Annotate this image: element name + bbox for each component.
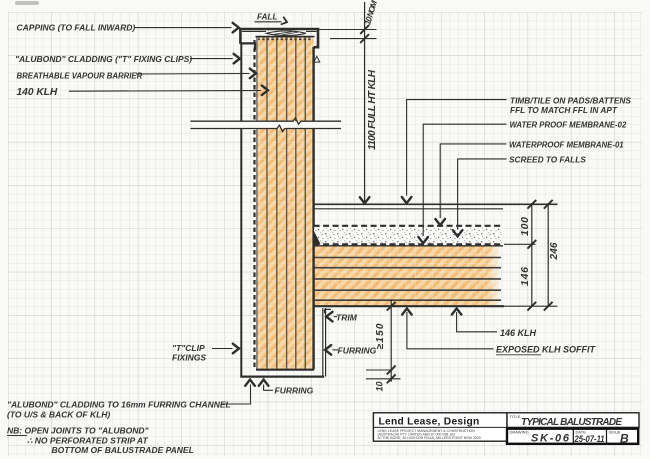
svg-text:TIMB/TILE ON PADS/BATTENS: TIMB/TILE ON PADS/BATTENS [510,96,631,106]
svg-text:WATER PROOF MEMBRANE-02: WATER PROOF MEMBRANE-02 [510,121,627,130]
svg-text:NB: OPEN JOINTS TO "ALUBOND": NB: OPEN JOINTS TO "ALUBOND" [7,426,150,436]
svg-text:DATE: DATE [576,430,587,435]
svg-text:(AUSTRALIA) PTY LIMITED ABN: (AUSTRALIA) PTY LIMITED ABN 97 000 098 1… [378,432,456,436]
svg-text:TRIM: TRIM [336,313,358,323]
svg-text:CAPPING (TO FALL INWARD): CAPPING (TO FALL INWARD) [17,23,136,33]
svg-text:FIXINGS: FIXINGS [172,353,206,363]
svg-text:∴ NO PERFORATED STRIP AT: ∴ NO PERFORATED STRIP AT [27,436,148,446]
svg-text:1100 FULL HT KLH: 1100 FULL HT KLH [367,69,378,150]
svg-text:(TO U/S & BACK OF KLH): (TO U/S & BACK OF KLH) [7,410,110,420]
svg-text:BOTTOM OF BALUSTRADE PANEL: BOTTOM OF BALUSTRADE PANEL [52,445,194,455]
svg-text:Lend Lease, Design: Lend Lease, Design [379,416,480,427]
svg-text:B: B [620,431,629,445]
svg-text:EXPOSED KLH SOFFIT: EXPOSED KLH SOFFIT [496,345,597,355]
svg-text:LEND LEASE PROJECT MANAGEMENT: LEND LEASE PROJECT MANAGEMENT & CONSTRUC… [378,429,476,433]
svg-text:246: 246 [549,242,560,260]
svg-text:DRAWING: DRAWING [510,430,529,435]
svg-text:FURRING: FURRING [275,386,314,396]
svg-text:100: 100 [519,217,531,236]
svg-text:"T"CLIP: "T"CLIP [172,343,205,353]
svg-text:"ALUBOND" CLADDING TO 16mm FUR: "ALUBOND" CLADDING TO 16mm FURRING CHANN… [7,400,231,410]
svg-text:SK-06: SK-06 [531,432,570,444]
svg-text:SCREED TO FALLS: SCREED TO FALLS [509,154,586,164]
svg-text:BREATHABLE VAPOUR BARRIER: BREATHABLE VAPOUR BARRIER [17,72,143,81]
svg-text:146: 146 [519,267,531,286]
svg-text:FURRING: FURRING [338,346,377,356]
svg-text:TITLE: TITLE [510,414,521,419]
svg-text:ISSUE: ISSUE [609,430,621,435]
svg-text:"ALUBOND" CLADDING ("T" FIXING: "ALUBOND" CLADDING ("T" FIXING CLIPS) [15,54,192,64]
svg-text:146 KLH: 146 KLH [500,328,537,338]
svg-text:WATERPROOF MEMBRANE-01: WATERPROOF MEMBRANE-01 [509,140,624,149]
svg-text:30 THE BOND, 30 HICKSON ROAD,: 30 THE BOND, 30 HICKSON ROAD, MILLERS PO… [378,436,481,440]
svg-text:25-07-11: 25-07-11 [574,433,605,444]
svg-text:140 KLH: 140 KLH [17,87,58,98]
svg-text:FFL TO MATCH FFL IN APT: FFL TO MATCH FFL IN APT [510,105,618,115]
svg-text:FALL: FALL [257,13,277,22]
svg-text:≥150: ≥150 [375,323,386,349]
svg-text:10: 10 [375,381,385,391]
svg-text:TYPICAL BALUSTRADE: TYPICAL BALUSTRADE [521,417,622,428]
